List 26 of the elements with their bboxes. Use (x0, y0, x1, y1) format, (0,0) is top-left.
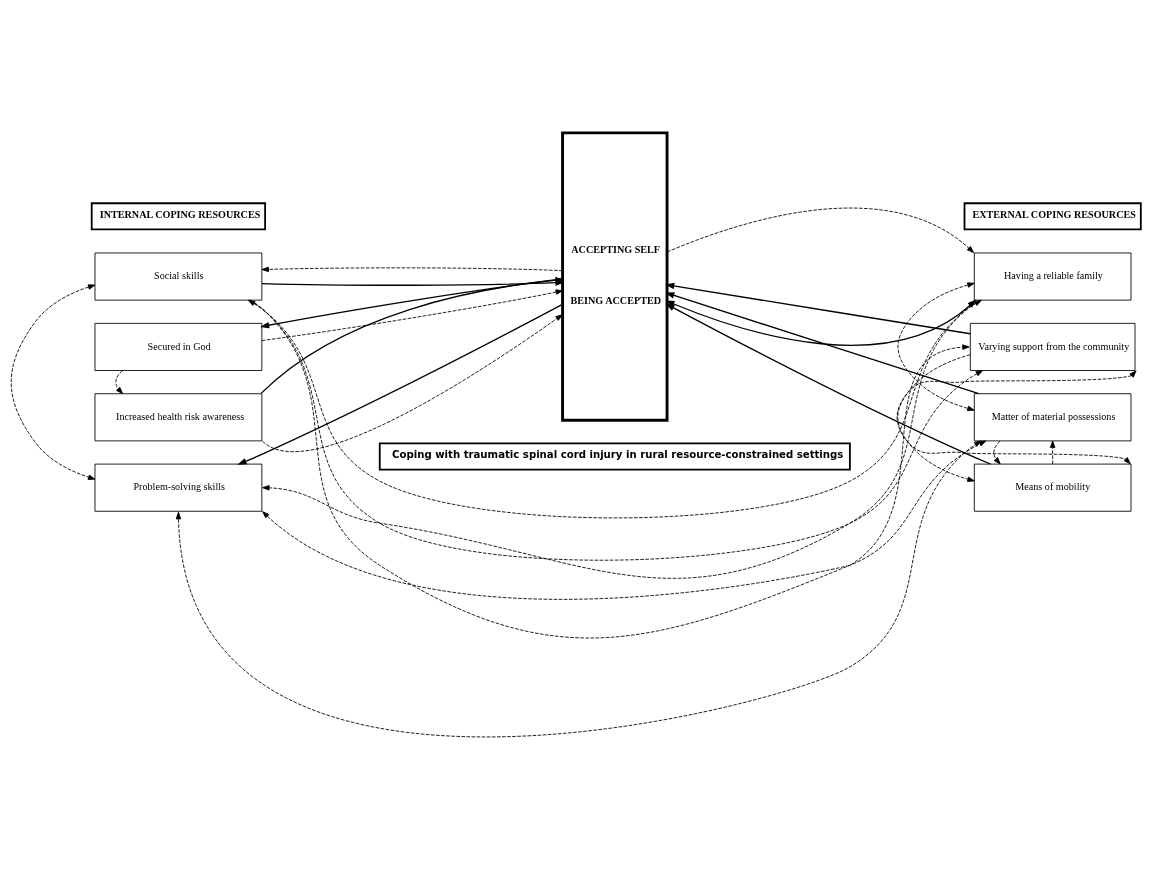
arrow (237, 303, 564, 465)
arrow (897, 354, 975, 482)
node-box: Having a reliable family (973, 252, 1132, 301)
node-box: Matter of material possessions (973, 393, 1132, 442)
arrow (665, 303, 992, 465)
node-box: INTERNAL COPING RESOURCES (90, 202, 266, 231)
node-box: Coping with traumatic spinal cord injury in rural resource-constrained settings (378, 442, 851, 471)
arrow (175, 440, 982, 738)
arrow (666, 207, 974, 254)
node-box: Problem-solving skills (94, 463, 263, 512)
arrow (896, 370, 1137, 465)
arrow (993, 440, 1001, 465)
node-box: Means of mobility (973, 463, 1132, 512)
node-box: Varying support from the community (969, 322, 1136, 371)
node-box: Secured in God (94, 322, 263, 371)
arrow (261, 289, 563, 341)
node-box: ACCEPTING SELF BEING ACCEPTED (561, 131, 669, 422)
node-box: EXTERNAL COPING RESOURCES (963, 202, 1142, 231)
arrow (261, 266, 563, 273)
arrow (262, 344, 970, 600)
arrow (262, 314, 563, 453)
arrow (10, 284, 96, 480)
arrow (1049, 440, 1056, 465)
node-box: Increased health risk awareness (94, 393, 263, 442)
arrow (115, 370, 123, 395)
node-box: Social skills (94, 252, 263, 301)
